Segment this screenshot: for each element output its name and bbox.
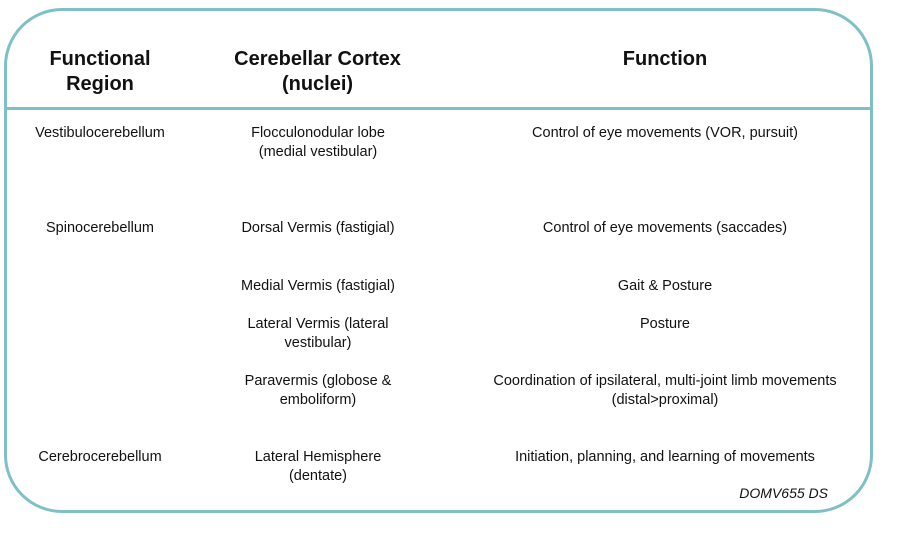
row-6-cortex-line2: (dentate): [288, 468, 348, 484]
header-col3: Function: [622, 48, 708, 70]
row-4-function: Posture: [640, 316, 690, 332]
row-4-cortex: Lateral Vermis (lateral vestibular): [218, 315, 418, 353]
row-1-cortex-line1: Flocculonodular lobe: [251, 125, 385, 141]
row-1-cortex-line2: (medial vestibular): [258, 144, 378, 160]
header-col1-line2: Region: [66, 73, 134, 95]
header-col2-line2: (nuclei): [281, 73, 354, 95]
row-2-function: Control of eye movements (saccades): [542, 220, 788, 236]
header-functional-region: Functional Region: [20, 47, 180, 97]
row-2-cortex: Dorsal Vermis (fastigial): [241, 220, 395, 236]
row-6-cortex: Lateral Hemisphere (dentate): [218, 448, 418, 486]
row-5-function-line1: Coordination of ipsilateral, multi-joint…: [493, 373, 837, 389]
row-6-function: Initiation, planning, and learning of mo…: [515, 449, 815, 465]
row-1-cortex: Flocculonodular lobe (medial vestibular): [218, 124, 418, 162]
row-3-cortex: Medial Vermis (fastigial): [241, 278, 395, 294]
row-6-cortex-line1: Lateral Hemisphere: [254, 449, 382, 465]
row-5-cortex-line2: emboliform): [279, 392, 357, 408]
row-5-function-line2: (distal>proximal): [611, 392, 719, 408]
row-1-function: Control of eye movements (VOR, pursuit): [532, 125, 798, 141]
table-frame: [4, 8, 873, 513]
header-divider: [4, 107, 873, 110]
header-col1-line1: Functional: [49, 48, 151, 70]
row-5-cortex-line1: Paravermis (globose &: [244, 373, 392, 389]
header-col2-line1: Cerebellar Cortex: [234, 48, 401, 70]
header-function: Function: [450, 47, 880, 72]
row-3-function: Gait & Posture: [617, 278, 713, 294]
row-2-region: Spinocerebellum: [45, 220, 154, 236]
row-6-region: Cerebrocerebellum: [38, 449, 162, 465]
row-5-cortex: Paravermis (globose & emboliform): [218, 372, 418, 410]
row-4-cortex-line2: vestibular): [284, 335, 352, 351]
header-cerebellar-cortex: Cerebellar Cortex (nuclei): [210, 47, 425, 97]
row-1-region: Vestibulocerebellum: [35, 125, 165, 141]
author-signature: DOMV655 DS: [739, 485, 828, 501]
row-5-function: Coordination of ipsilateral, multi-joint…: [450, 372, 880, 410]
row-4-cortex-line1: Lateral Vermis (lateral: [247, 316, 389, 332]
